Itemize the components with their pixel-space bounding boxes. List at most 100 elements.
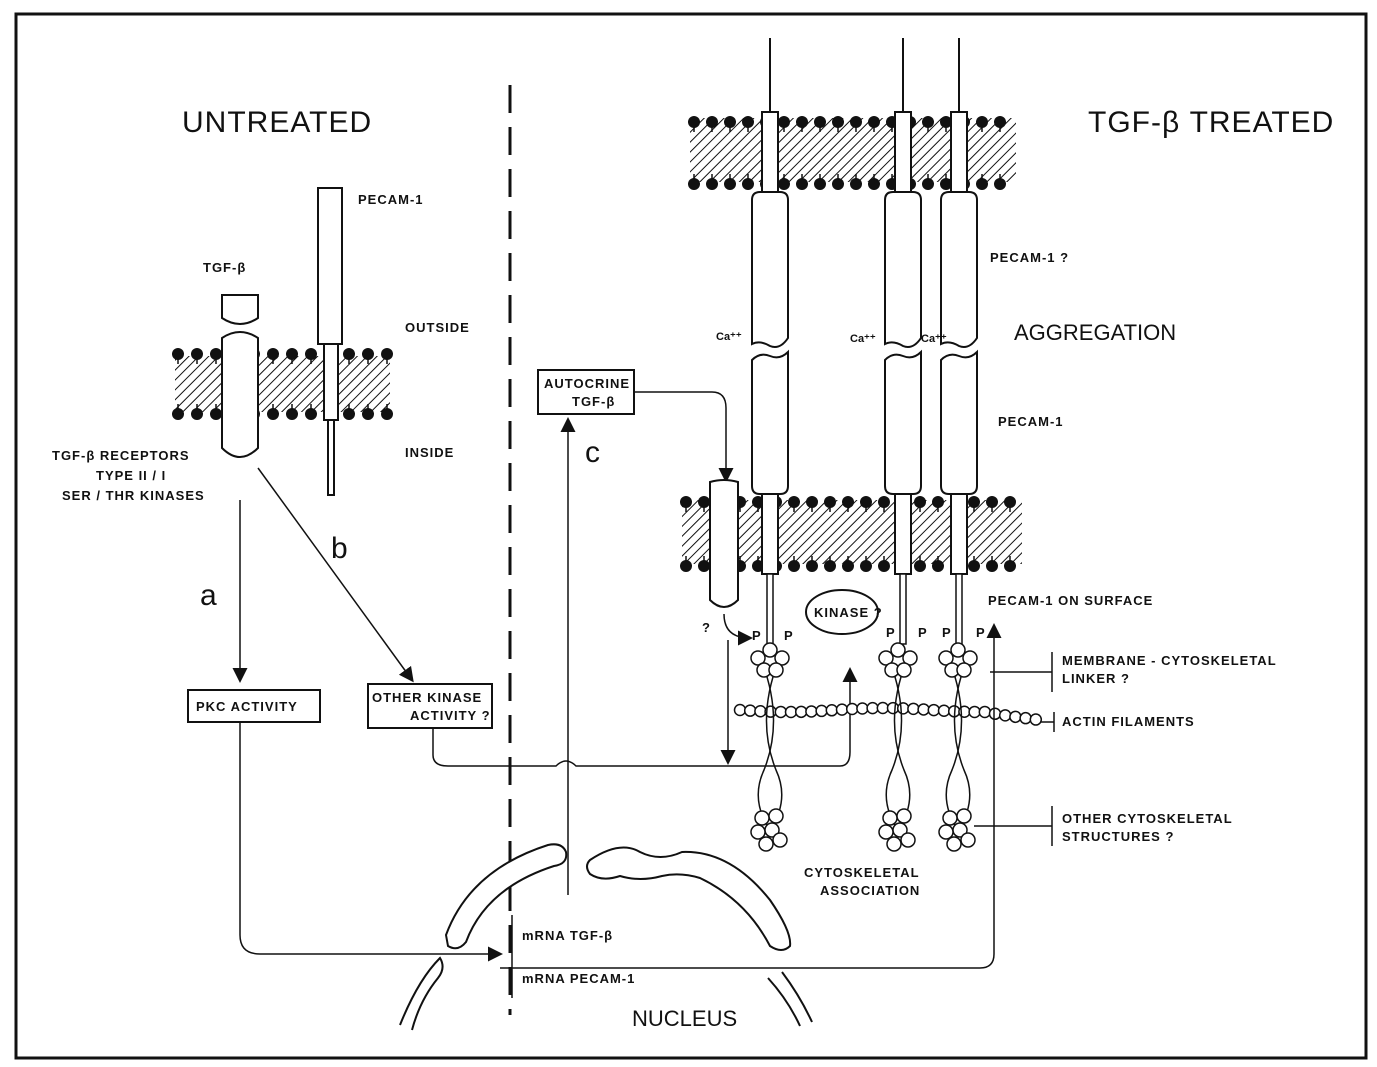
- cytoskeletal-strands: [751, 643, 977, 851]
- actin-bead: [918, 704, 929, 715]
- label-phospho: P: [976, 625, 986, 640]
- lipid-head: [986, 496, 998, 508]
- lipid-head: [868, 178, 880, 190]
- linker-bead: [957, 663, 971, 677]
- structure-bead: [943, 811, 957, 825]
- label-other-cyto-2: STRUCTURES ?: [1062, 829, 1174, 844]
- pecam-tm-bottom: [895, 494, 911, 574]
- lipid-head: [832, 116, 844, 128]
- label-mrna-tgf: mRNA TGF-β: [522, 928, 613, 943]
- lipid-head: [922, 116, 934, 128]
- pecam-domain-lower: [885, 352, 921, 494]
- nucleus-pore-right: [768, 972, 812, 1026]
- lipid-head: [994, 178, 1006, 190]
- nucleus-pore-left: [400, 958, 443, 1030]
- lipid-head: [932, 496, 944, 508]
- nucleus-envelope-right: [587, 848, 790, 951]
- label-receptor-question: ?: [702, 620, 711, 635]
- lipid-head: [191, 408, 203, 420]
- arrow-autocrine-receptor: [634, 392, 726, 480]
- actin-bead: [990, 708, 1001, 719]
- label-inside: INSIDE: [405, 445, 454, 460]
- lipid-head: [343, 408, 355, 420]
- lipid-head: [832, 178, 844, 190]
- linker-bead: [769, 663, 783, 677]
- actin-bead: [857, 703, 868, 714]
- structure-bead: [759, 837, 773, 851]
- label-pecam-surface: PECAM-1 ON SURFACE: [988, 593, 1153, 608]
- actin-bead: [786, 706, 797, 717]
- lipid-head: [788, 496, 800, 508]
- heading-nucleus: NUCLEUS: [632, 1006, 737, 1031]
- lipid-head: [305, 408, 317, 420]
- lipid-head: [267, 408, 279, 420]
- lipid-head: [824, 496, 836, 508]
- structure-bead: [957, 809, 971, 823]
- pecam-domain-upper: [752, 192, 788, 347]
- lipid-head: [680, 560, 692, 572]
- actin-bead: [816, 705, 827, 716]
- lipid-head: [698, 560, 710, 572]
- tgf-receptor-treated: [710, 480, 738, 607]
- actin-bead: [877, 703, 888, 714]
- lipid-head: [878, 560, 890, 572]
- lipid-head: [1004, 496, 1016, 508]
- pecam-tail-bottom: [900, 574, 906, 644]
- lipid-head: [850, 178, 862, 190]
- pathway-a: a: [200, 579, 217, 612]
- structure-bead: [961, 833, 975, 847]
- lipid-head: [210, 408, 222, 420]
- lipid-head: [850, 116, 862, 128]
- lipid-head: [914, 560, 926, 572]
- lipid-head: [267, 348, 279, 360]
- actin-bead: [898, 703, 909, 714]
- lipid-head: [688, 178, 700, 190]
- lipid-head: [788, 560, 800, 572]
- lipid-head: [305, 348, 317, 360]
- pecam-tail-bottom: [956, 574, 962, 644]
- lipid-head: [806, 560, 818, 572]
- label-calcium: Ca⁺⁺: [850, 333, 876, 345]
- actin-bead: [939, 705, 950, 716]
- strand: [954, 662, 969, 830]
- lipid-head: [842, 496, 854, 508]
- lipid-head: [814, 116, 826, 128]
- lipid-head: [1004, 560, 1016, 572]
- pecam-tm-bottom: [951, 494, 967, 574]
- strand: [946, 662, 961, 830]
- actin-bead: [735, 705, 746, 716]
- lipid-head: [381, 408, 393, 420]
- label-pecam-question: PECAM-1 ?: [990, 250, 1069, 265]
- heading-treated: TGF-β TREATED: [1088, 106, 1334, 139]
- label-other-kinase-2: ACTIVITY ?: [410, 708, 491, 723]
- label-actin: ACTIN FILAMENTS: [1062, 714, 1195, 729]
- actin-bead: [806, 706, 817, 717]
- tgf-receptor: [222, 332, 258, 457]
- pathway-c: c: [585, 436, 600, 469]
- pecam-domain-lower: [941, 352, 977, 494]
- label-receptors-3: SER / THR KINASES: [62, 488, 205, 503]
- pecam-tm-top: [951, 112, 967, 192]
- strand: [886, 662, 901, 830]
- lipid-head: [742, 116, 754, 128]
- lipid-head: [680, 496, 692, 508]
- label-mrna-pecam: mRNA PECAM-1: [522, 971, 635, 986]
- line-other-kinase: [433, 670, 850, 766]
- lipid-head: [362, 408, 374, 420]
- lipid-head: [778, 178, 790, 190]
- lipid-head: [860, 560, 872, 572]
- pecam-domain-upper: [885, 192, 921, 347]
- label-phospho: P: [886, 625, 896, 640]
- structure-bead: [887, 837, 901, 851]
- lipid-head: [796, 178, 808, 190]
- pecam-untreated-tm: [324, 344, 338, 420]
- label-outside: OUTSIDE: [405, 320, 470, 335]
- lipid-head: [706, 178, 718, 190]
- left-membrane: [172, 348, 393, 420]
- actin-bead: [775, 706, 786, 717]
- lipid-head: [381, 348, 393, 360]
- lipid-head: [994, 116, 1006, 128]
- label-pkc: PKC ACTIVITY: [196, 699, 298, 714]
- lipid-head: [343, 348, 355, 360]
- pecam-tm-top: [895, 112, 911, 192]
